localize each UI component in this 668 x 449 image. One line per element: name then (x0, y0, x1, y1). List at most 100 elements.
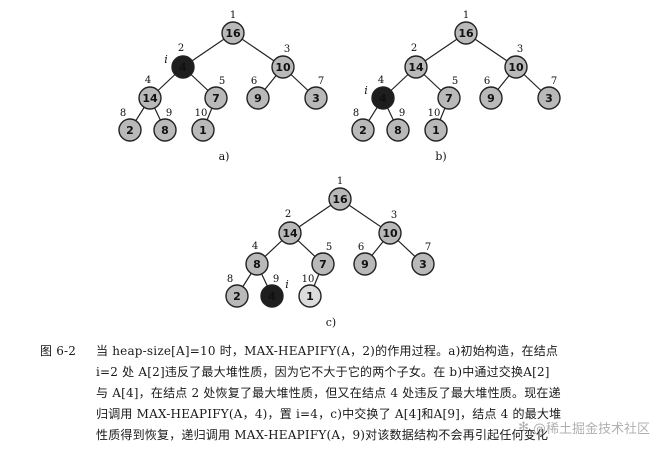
node-value: 1 (199, 124, 207, 137)
node-value: 7 (445, 92, 453, 105)
tree-node (537, 86, 561, 110)
node-index: 8 (353, 108, 359, 119)
node-index: 6 (358, 242, 364, 253)
node-value: 9 (361, 258, 369, 271)
node-value: 4 (379, 92, 387, 105)
node-value: 9 (254, 92, 262, 105)
node-value: 1 (432, 124, 440, 137)
caption-line-2: i=2 处 A[2]违反了最大堆性质，因为它不大于它的两个子女。在 b)中通过交… (96, 365, 550, 379)
node-index: 6 (251, 76, 257, 87)
tree-node (191, 118, 215, 142)
tree-node (328, 187, 352, 211)
tree-node (138, 86, 162, 110)
node-index: 6 (484, 76, 490, 87)
pointer-marker: i (364, 84, 368, 97)
node-value: 2 (359, 124, 367, 137)
node-index: 7 (425, 242, 431, 253)
tree-node (386, 118, 410, 142)
node-index: 9 (399, 108, 405, 119)
node-index: 8 (120, 108, 126, 119)
node-index: 9 (273, 274, 279, 285)
node-value: 2 (233, 290, 241, 303)
panel-label: b) (435, 150, 446, 163)
tree-node (424, 118, 448, 142)
node-value: 9 (487, 92, 495, 105)
node-value: 3 (545, 92, 553, 105)
paw-logo-icon: ✻ (518, 420, 529, 435)
node-value: 16 (225, 27, 241, 40)
tree-node (171, 55, 195, 79)
node-value: 8 (161, 124, 169, 137)
tree-node (479, 86, 503, 110)
node-value: 10 (275, 61, 291, 74)
node-index: 5 (219, 76, 225, 87)
node-value: 2 (126, 124, 134, 137)
node-value: 14 (142, 92, 158, 105)
tree-node (411, 252, 435, 276)
node-value: 14 (408, 61, 424, 74)
tree-node (260, 284, 284, 308)
tree-node (246, 86, 270, 110)
node-value: 16 (332, 193, 348, 206)
watermark: ✻ @稀土掘金技术社区 (518, 418, 650, 437)
node-index: 4 (145, 75, 151, 86)
panel-label: c) (326, 316, 336, 329)
node-index: 4 (378, 75, 384, 86)
tree-node (378, 221, 402, 245)
tree-node (204, 86, 228, 110)
figure-caption: 图 6-2 当 heap-size[A]=10 时，MAX-HEAPIFY(A，… (40, 341, 616, 446)
node-index: 2 (411, 43, 417, 54)
node-index: 10 (428, 108, 441, 119)
tree-node (351, 118, 375, 142)
node-index: 9 (166, 108, 172, 119)
node-value: 16 (458, 27, 474, 40)
tree-node (298, 284, 322, 308)
node-index: 5 (452, 76, 458, 87)
figure-number: 图 6-2 (40, 344, 77, 358)
node-value: 7 (212, 92, 220, 105)
node-index: 8 (227, 274, 233, 285)
node-index: 3 (517, 44, 523, 55)
node-index: 3 (391, 210, 397, 221)
node-value: 7 (319, 258, 327, 271)
tree-node (278, 221, 302, 245)
node-value: 10 (382, 227, 398, 240)
tree-node (153, 118, 177, 142)
node-value: 8 (394, 124, 402, 137)
node-value: 8 (253, 258, 261, 271)
node-value: 3 (419, 258, 427, 271)
node-index: 7 (551, 76, 557, 87)
tree-node (371, 86, 395, 110)
node-index: 1 (463, 10, 469, 21)
tree-node (225, 284, 249, 308)
node-index: 4 (252, 241, 258, 252)
tree-node (504, 55, 528, 79)
tree-node (118, 118, 142, 142)
node-value: 1 (306, 290, 314, 303)
node-index: 5 (326, 242, 332, 253)
node-value: 3 (312, 92, 320, 105)
tree-node (245, 252, 269, 276)
tree-node (404, 55, 428, 79)
node-index: 7 (318, 76, 324, 87)
tree-node (311, 252, 335, 276)
node-index: 2 (178, 43, 184, 54)
tree-node (353, 252, 377, 276)
caption-line-5: 性质得到恢复，递归调用 MAX-HEAPIFY(A，9)对该数据结构不会再引起任… (96, 428, 549, 442)
pointer-marker: i (285, 278, 289, 291)
caption-line-1: 当 heap-size[A]=10 时，MAX-HEAPIFY(A，2)的作用过… (96, 344, 559, 358)
tree-node (454, 21, 478, 45)
tree-node (221, 21, 245, 45)
node-value: 10 (508, 61, 524, 74)
node-index: 1 (230, 10, 236, 21)
tree-node (271, 55, 295, 79)
watermark-text: @稀土掘金技术社区 (532, 422, 650, 437)
tree-node (304, 86, 328, 110)
caption-line-4: 归调用 MAX-HEAPIFY(A，4)，置 i=4，c)中交换了 A[4]和A… (96, 407, 562, 421)
node-value: 4 (179, 61, 187, 74)
node-index: 10 (195, 108, 208, 119)
